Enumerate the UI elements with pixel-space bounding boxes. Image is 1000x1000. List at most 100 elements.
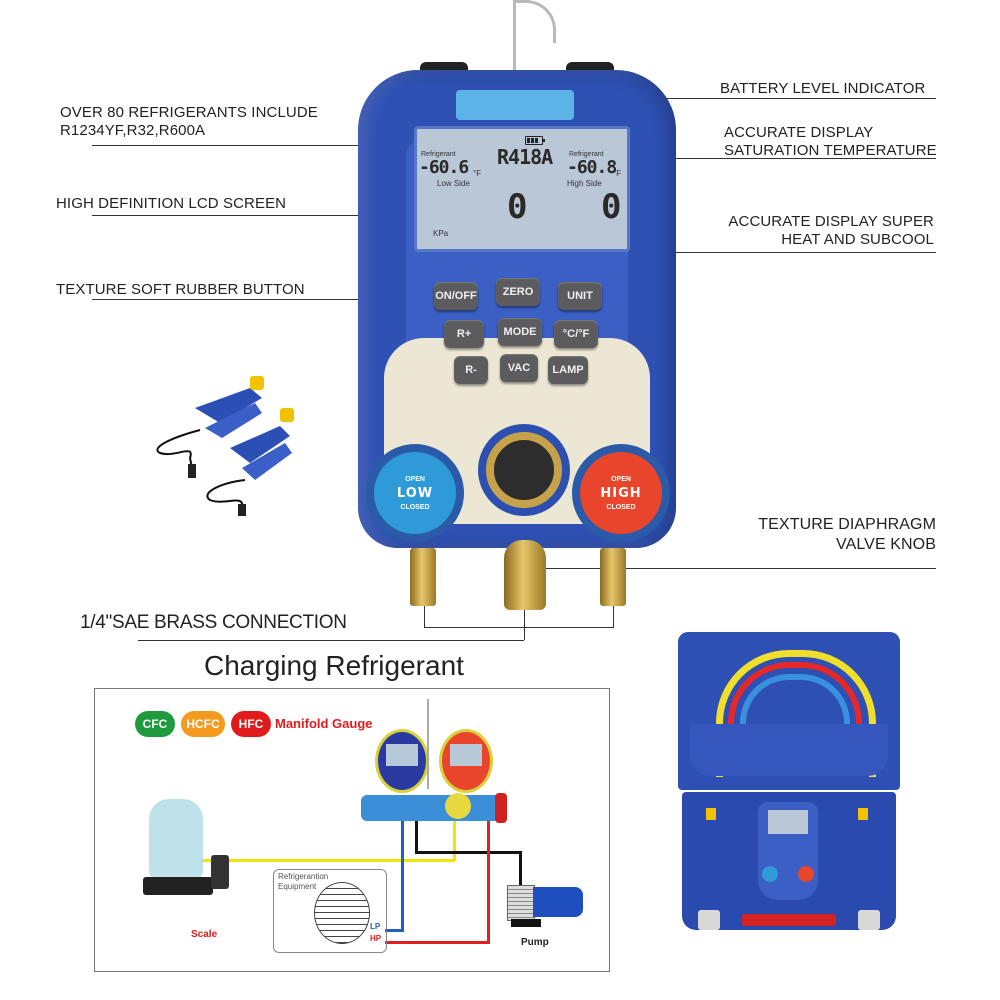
case-device bbox=[758, 802, 818, 900]
case-device-low-knob bbox=[762, 866, 778, 882]
lcd-refrigerant-name: R418A bbox=[497, 145, 553, 169]
lcd-high-temp: -60.8 bbox=[567, 157, 617, 178]
refrigerant-cylinder bbox=[149, 799, 203, 879]
brass-connector-low bbox=[410, 548, 436, 606]
refrigeration-equipment: Refrigerantion Equipment LP HP bbox=[273, 869, 387, 953]
leader-line-superheat bbox=[520, 252, 936, 253]
low-gauge-screen bbox=[386, 744, 418, 766]
case-device-screen bbox=[768, 810, 808, 834]
leader-line-brass bbox=[138, 640, 524, 641]
pump-base bbox=[511, 919, 541, 927]
case-lid-pocket bbox=[690, 724, 888, 776]
low-side-gauge bbox=[375, 729, 429, 793]
low-knob-open-label: OPEN bbox=[405, 475, 425, 483]
equipment-label-line2: Equipment bbox=[278, 882, 317, 891]
case-device-high-knob bbox=[798, 866, 814, 882]
lcd-refrigerant-label-right: Refrigerant bbox=[569, 151, 604, 158]
key-on-off[interactable]: ON/OFF bbox=[434, 282, 478, 310]
charging-diagram: CFC HCFC HFC Manifold Gauge Scale Refrig… bbox=[94, 688, 610, 972]
key-lamp[interactable]: LAMP bbox=[548, 356, 588, 384]
key-unit[interactable]: UNIT bbox=[558, 282, 602, 310]
callout-rubber-button: TEXTURE SOFT RUBBER BUTTON bbox=[56, 281, 305, 298]
callout-refrigerants: OVER 80 REFRIGERANTS INCLUDE R1234YF,R32… bbox=[60, 104, 318, 140]
badge-hcfc: HCFC bbox=[181, 711, 225, 737]
key-r-minus[interactable]: R- bbox=[454, 356, 488, 384]
blue-hose bbox=[401, 821, 404, 931]
low-knob-closed-label: CLOSED bbox=[400, 503, 430, 511]
callout-saturation: ACCURATE DISPLAY SATURATION TEMPERATURE bbox=[700, 124, 954, 160]
high-gauge-screen bbox=[450, 744, 482, 766]
lcd-high-side-label: High Side bbox=[567, 179, 602, 188]
key-mode[interactable]: MODE bbox=[498, 318, 542, 346]
lcd-screen: Refrigerant Refrigerant R418A -60.6 °F -… bbox=[414, 126, 630, 252]
low-knob-label: LOW bbox=[396, 485, 434, 501]
red-hose-hp bbox=[385, 941, 490, 944]
case-clamp-right bbox=[858, 808, 868, 820]
callout-saturation-line1: ACCURATE DISPLAY bbox=[724, 124, 874, 141]
battery-indicator-window bbox=[456, 90, 574, 120]
callout-valve-knob-line1: TEXTURE DIAPHRAGM bbox=[758, 516, 936, 533]
callout-lcd-screen: HIGH DEFINITION LCD SCREEN bbox=[56, 195, 287, 212]
high-knob-open-label: OPEN bbox=[611, 475, 631, 483]
lcd-low-side-label: Low Side bbox=[437, 179, 470, 188]
battery-icon bbox=[525, 136, 545, 145]
lcd-refrigerant-label-left: Refrigerant bbox=[421, 151, 456, 158]
yellow-hose-coil bbox=[716, 650, 876, 777]
lcd-high-temp-unit: °F bbox=[613, 169, 622, 178]
high-knob-label: HIGH bbox=[600, 485, 642, 501]
case-handle[interactable] bbox=[742, 914, 836, 926]
low-valve-knob[interactable]: OPEN LOW CLOSED bbox=[374, 452, 456, 534]
brass-connector-center bbox=[504, 540, 546, 610]
leader-line-lcd bbox=[92, 215, 448, 216]
leader-line-saturation bbox=[588, 158, 936, 159]
case-latch-right[interactable] bbox=[858, 910, 880, 930]
leader-line-brass-center bbox=[524, 600, 525, 640]
digital-manifold-gauge: Refrigerant Refrigerant R418A -60.6 °F -… bbox=[358, 0, 676, 552]
brass-connector-high bbox=[600, 548, 626, 606]
key-vac[interactable]: VAC bbox=[500, 354, 538, 382]
temperature-clamps-image bbox=[150, 368, 310, 518]
black-hose-pump bbox=[519, 851, 522, 885]
manifold-yellow-knob bbox=[445, 793, 471, 819]
black-hose bbox=[415, 821, 418, 851]
lcd-low-temp: -60.6 bbox=[419, 157, 469, 178]
callout-superheat-line1: ACCURATE DISPLAY SUPER bbox=[728, 213, 934, 230]
yellow-hose-vertical bbox=[453, 821, 456, 861]
callout-brass-connection: 1/4"SAE BRASS CONNECTION bbox=[80, 612, 347, 633]
callout-superheat: ACCURATE DISPLAY SUPER HEAT AND SUBCOOL bbox=[690, 213, 934, 249]
badge-cfc: CFC bbox=[135, 711, 175, 737]
high-side-gauge bbox=[439, 729, 493, 793]
leader-line-button bbox=[92, 299, 462, 300]
key-r-plus[interactable]: R+ bbox=[444, 320, 484, 348]
leader-line-battery bbox=[576, 98, 936, 99]
key-celsius-fahrenheit[interactable]: °C/°F bbox=[554, 320, 598, 348]
lcd-pressure-unit: KPa bbox=[433, 229, 449, 238]
key-zero[interactable]: ZERO bbox=[496, 278, 540, 306]
case-clamp-left bbox=[706, 808, 716, 820]
yellow-hose bbox=[175, 859, 455, 862]
hp-label: HP bbox=[370, 934, 382, 943]
scale-label: Scale bbox=[191, 929, 218, 940]
pump-label: Pump bbox=[521, 937, 549, 948]
lp-label: LP bbox=[370, 922, 381, 931]
callout-valve-knob: TEXTURE DIAPHRAGM VALVE KNOB bbox=[690, 515, 936, 555]
pump-head bbox=[507, 885, 535, 921]
hanging-hook-curve bbox=[513, 0, 556, 43]
diagram-title: Charging Refrigerant bbox=[204, 650, 464, 681]
equipment-label-line1: Refrigerantion bbox=[278, 872, 329, 881]
red-hose-coil bbox=[728, 662, 862, 776]
badge-hfc: HFC bbox=[231, 711, 271, 737]
leader-line-brass-span bbox=[424, 627, 614, 628]
high-valve-knob[interactable]: OPEN HIGH CLOSED bbox=[580, 452, 662, 534]
leader-line-brass-left bbox=[424, 600, 425, 627]
high-knob-closed-label: CLOSED bbox=[606, 503, 636, 511]
callout-refrigerants-line1: OVER 80 REFRIGERANTS INCLUDE bbox=[60, 104, 318, 121]
lcd-high-pressure: 0 bbox=[601, 187, 622, 227]
blue-hose-lp bbox=[385, 929, 404, 932]
callout-saturation-line2: SATURATION TEMPERATURE bbox=[724, 142, 937, 159]
diagram-hook bbox=[427, 699, 429, 789]
lcd-low-temp-unit: °F bbox=[473, 169, 482, 178]
manifold-block bbox=[361, 795, 501, 821]
center-valve-knob[interactable] bbox=[486, 432, 562, 508]
case-latch-left[interactable] bbox=[698, 910, 720, 930]
